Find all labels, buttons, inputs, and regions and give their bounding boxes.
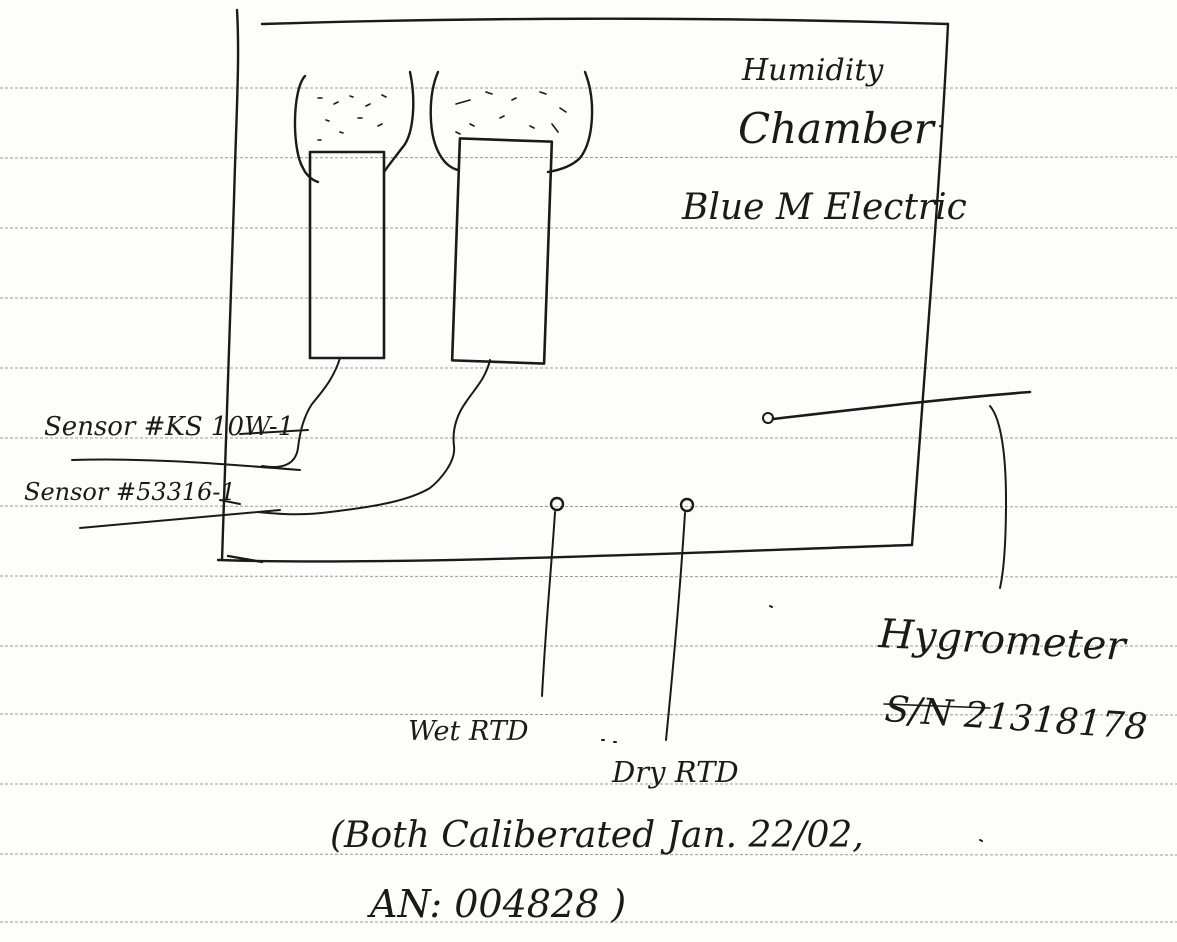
sensor-2-label: Sensor #53316-1 (24, 480, 236, 504)
calibration-note-line-1: (Both Caliberated Jan. 22/02, (330, 818, 864, 854)
humidity-label: Humidity (742, 56, 883, 86)
wet-rtd-label: Wet RTD (408, 718, 528, 745)
dry-rtd-probe (666, 499, 693, 740)
filter-cap-dots-right (456, 92, 566, 134)
manufacturer-label: Blue M Electric (682, 190, 967, 226)
hygrometer-label: Hygrometer (878, 614, 1127, 667)
sensor-probe-right (431, 72, 592, 364)
wet-rtd-probe (542, 498, 563, 696)
hygrometer-probe (763, 392, 1030, 588)
stray-marks (602, 126, 982, 841)
dry-rtd-label: Dry RTD (612, 758, 739, 787)
chamber-outline (218, 10, 948, 562)
sensor-probe-left (295, 72, 413, 358)
sensor-1-label: Sensor #KS 10W-1 (44, 414, 294, 440)
chamber-label: Chamber (738, 108, 934, 150)
filter-cap-dots-left (318, 95, 386, 140)
calibration-note-line-2: AN: 004828 ) (370, 885, 626, 923)
